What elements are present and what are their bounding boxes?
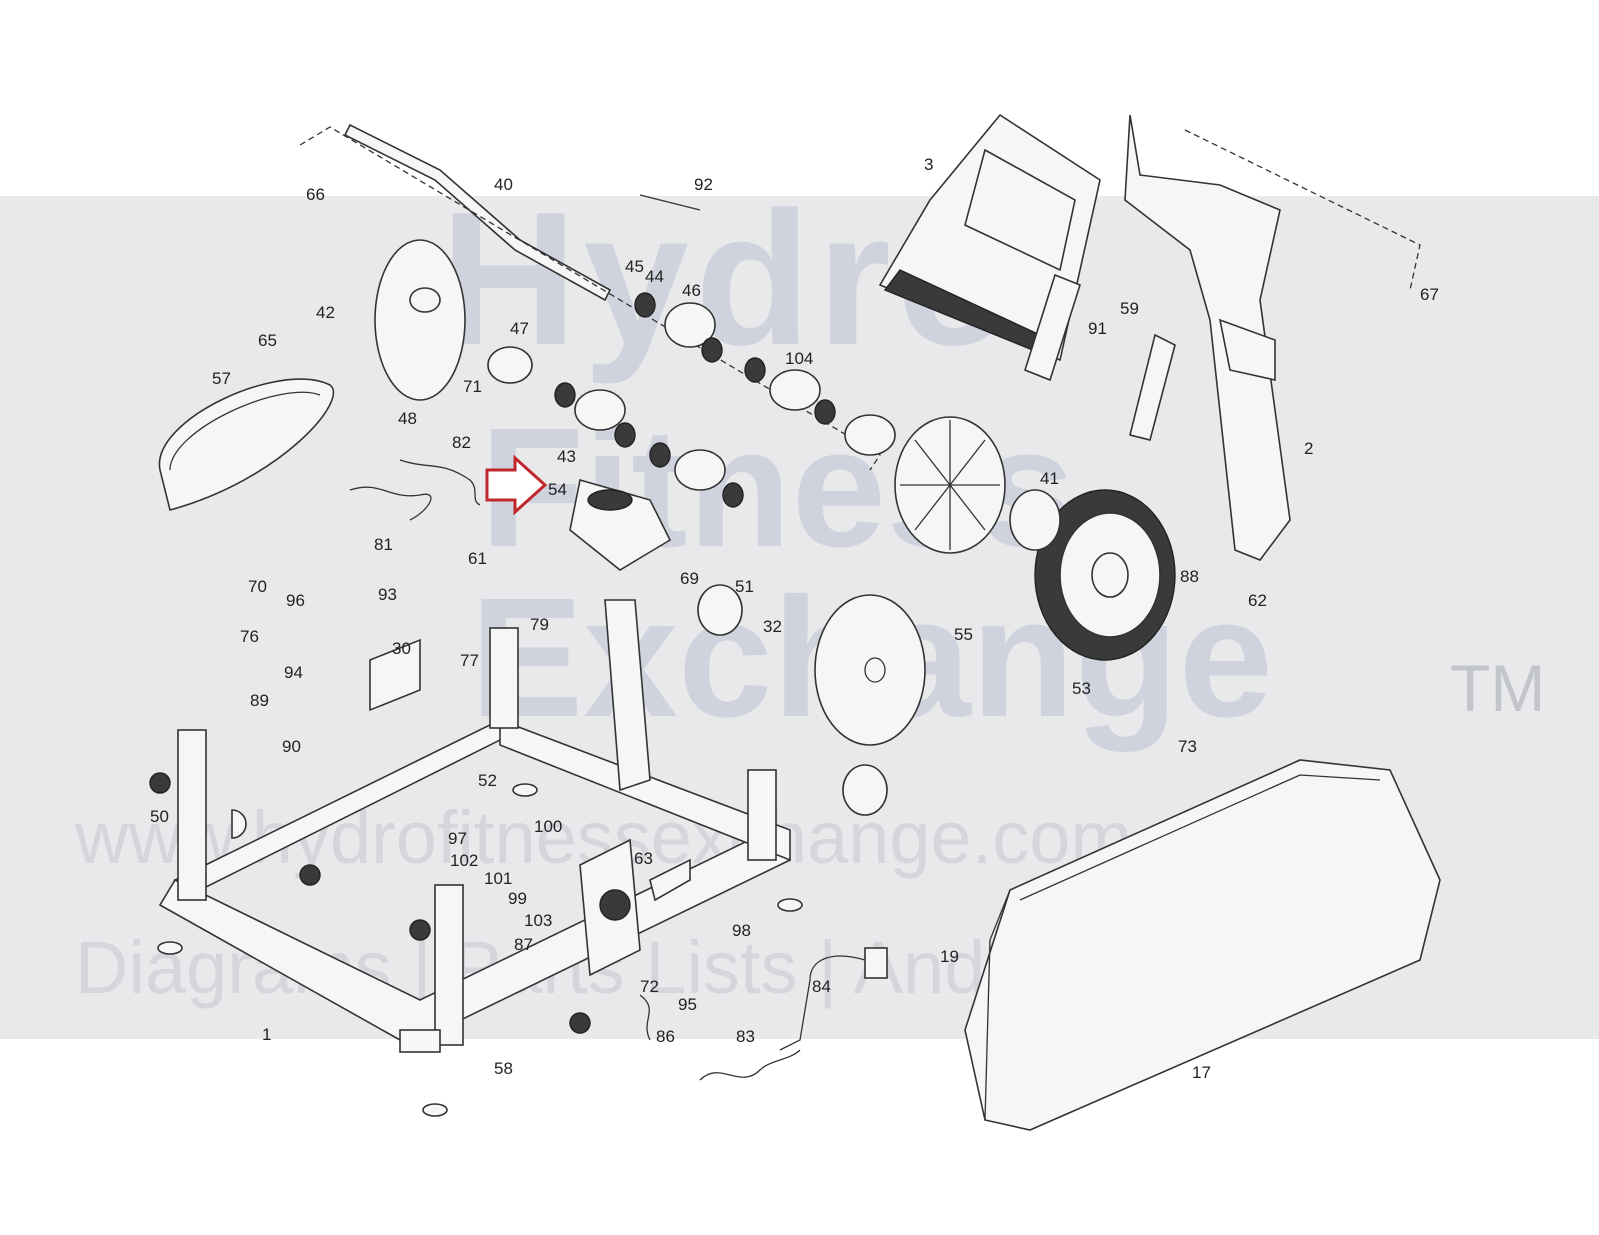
callout-98: 98 [732,921,751,940]
power-adapter [349,194,888,1081]
side-shroud [964,759,1441,1131]
callout-100: 100 [534,817,562,836]
callout-103: 103 [524,911,552,930]
callout-79: 79 [530,615,549,634]
idler-wheels [697,584,888,816]
callout-99: 99 [508,889,527,908]
callout-86: 86 [656,1027,675,1046]
pulley-left [374,239,466,401]
callout-101: 101 [484,869,512,888]
callout-32: 32 [763,617,782,636]
upright-handles [1024,114,1421,561]
callout-47: 47 [510,319,529,338]
callout-104: 104 [785,349,813,368]
callout-30: 30 [392,639,411,658]
callout-48: 48 [398,409,417,428]
callout-66: 66 [306,185,325,204]
callout-91: 91 [1088,319,1107,338]
callout-83: 83 [736,1027,755,1046]
callout-84: 84 [812,977,831,996]
magnet-wheel [1034,489,1176,661]
callout-59: 59 [1120,299,1139,318]
callout-73: 73 [1178,737,1197,756]
callout-17: 17 [1192,1063,1211,1082]
callout-67: 67 [1420,285,1439,304]
callout-96: 96 [286,591,305,610]
callout-97: 97 [448,829,467,848]
callout-44: 44 [645,267,664,286]
callout-70: 70 [248,577,267,596]
callout-51: 51 [735,577,754,596]
callout-45: 45 [625,257,644,276]
callout-52: 52 [478,771,497,790]
callout-19: 19 [940,947,959,966]
callout-61: 61 [468,549,487,568]
transport-wheels [149,772,591,1034]
callout-43: 43 [557,447,576,466]
callout-95: 95 [678,995,697,1014]
callout-89: 89 [250,691,269,710]
callout-72: 72 [640,977,659,996]
flywheel [814,594,926,746]
handlebar-rod [299,123,881,471]
callout-2: 2 [1304,439,1313,458]
callout-3: 3 [924,155,933,174]
callout-1: 1 [262,1025,271,1044]
callout-87: 87 [514,935,533,954]
watermark-trademark: TM [1450,651,1546,725]
callout-65: 65 [258,331,277,350]
callout-92: 92 [694,175,713,194]
hub-plate [1009,489,1061,551]
callout-46: 46 [682,281,701,300]
callout-42: 42 [316,303,335,322]
callout-labels: 40 66 92 3 42 65 57 47 45 44 46 104 71 4… [150,155,1439,1082]
callout-55: 55 [954,625,973,644]
callout-102: 102 [450,851,478,870]
callout-40: 40 [494,175,513,194]
callout-57: 57 [212,369,231,388]
callout-53: 53 [1072,679,1091,698]
callout-77: 77 [460,651,479,670]
callout-62: 62 [1248,591,1267,610]
callout-93: 93 [378,585,397,604]
drive-belt [158,378,335,511]
pulley-right [894,416,1006,554]
callout-63: 63 [634,849,653,868]
callout-50: 50 [150,807,169,826]
axle-bearings [487,292,896,508]
cover-part-54 [569,478,672,571]
callout-81: 81 [374,535,393,554]
callout-82: 82 [452,433,471,452]
callout-69: 69 [680,569,699,588]
callout-41: 41 [1040,469,1059,488]
callout-54: 54 [548,480,567,499]
callout-71: 71 [463,377,482,396]
brake-bracket [369,638,691,977]
highlight-arrow [485,454,548,516]
callout-76: 76 [240,627,259,646]
callout-90: 90 [282,737,301,756]
frame-base [158,599,792,1053]
callout-94: 94 [284,663,303,682]
leveling-feet [157,783,803,1117]
callout-88: 88 [1180,567,1199,586]
callout-58: 58 [494,1059,513,1078]
